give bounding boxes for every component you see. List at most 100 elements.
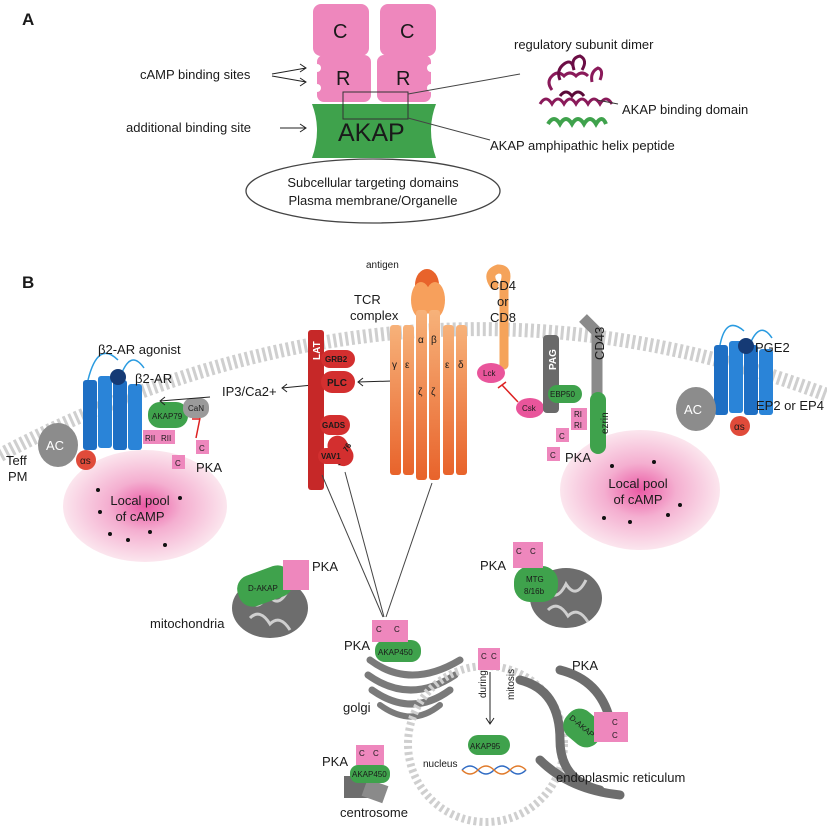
regulatory-subunit-right: R — [377, 55, 435, 102]
akap79-body — [148, 402, 188, 428]
pka-er — [594, 712, 628, 742]
or-label: or — [497, 294, 509, 309]
golgi-apparatus — [364, 656, 464, 720]
pge2-label: PGE2 — [755, 340, 790, 355]
mtg-label-2: 8/16b — [524, 587, 545, 596]
ac-left — [38, 423, 78, 467]
lat-bar — [308, 330, 324, 490]
pka-golgi-c1: C — [376, 625, 382, 634]
plc-label: PLC — [327, 378, 347, 389]
ebp50-label: EBP50 — [550, 390, 575, 399]
beta-label: β — [431, 335, 437, 346]
rii-pair-left — [143, 430, 175, 444]
additional-site-arrow — [280, 123, 307, 133]
akap450-centrosome-label: AKAP450 — [352, 770, 387, 779]
gads-label: GADS — [322, 421, 346, 430]
b2-ar-label: β2-AR — [135, 371, 172, 386]
centrosome-label: centrosome — [340, 805, 408, 820]
pka-mid-label: PKA — [565, 450, 591, 465]
antigen-label: antigen — [366, 260, 399, 271]
b2-agonist-label: β2-AR agonist — [98, 342, 181, 357]
d-akap-er — [563, 708, 603, 748]
reg-dimer-label: regulatory subunit dimer — [514, 37, 654, 52]
regulatory-subunit-left: R — [313, 55, 371, 102]
pka-golgi-label: PKA — [344, 638, 370, 653]
pka-nuclear — [478, 648, 500, 670]
pka-er-c1: C — [612, 718, 618, 727]
alpha-label: α — [418, 335, 424, 346]
tcr-label-1: TCR — [354, 292, 381, 307]
teff-label: Teff — [6, 453, 27, 468]
helix-peptide-label: AKAP amphipathic helix peptide — [490, 138, 675, 153]
camp-dots-right — [602, 460, 682, 524]
ri-label-2: RI — [574, 421, 582, 430]
epsilon-label-1: ε — [405, 360, 410, 371]
akap-scaffold: AKAP — [312, 104, 436, 158]
during-label: during — [478, 670, 489, 698]
csk-label: Csk — [522, 404, 537, 413]
ezrin-body — [590, 392, 606, 454]
er-label: endoplasmic reticulum — [556, 770, 685, 785]
reg-r-label-right: R — [396, 68, 410, 90]
alpha-s-left — [76, 450, 96, 470]
targeting-domain-ellipse — [245, 158, 501, 224]
pka-nuclear-c2: C — [491, 652, 497, 661]
c-left-2 — [172, 455, 185, 469]
pool-right-1: Local pool — [608, 476, 667, 491]
pka-er-c2: C — [612, 731, 618, 740]
pka-mito-right — [513, 542, 543, 568]
can-label: CaN — [188, 404, 204, 413]
can-inhibition — [192, 417, 201, 439]
ip3-arrow — [159, 396, 211, 406]
mitosis-label: mitosis — [506, 669, 517, 700]
pka-to-tcr-arrows — [321, 471, 433, 618]
csk-inhibits-lck — [497, 381, 519, 403]
c-mid-2-label: C — [550, 451, 556, 460]
alpha-s-right-label: αs — [734, 422, 745, 433]
akap450-golgi-label: AKAP450 — [378, 648, 413, 657]
pka-mito-right-c1: C — [516, 547, 522, 556]
cd43-label: CD43 — [592, 327, 607, 360]
delta-label: δ — [458, 360, 464, 371]
mtg-body — [514, 566, 558, 602]
lck-body — [477, 363, 505, 383]
mtg-label: MTG — [526, 575, 544, 584]
targeting-label-2: Plasma membrane/Organelle — [288, 193, 457, 208]
c-mid-1-label: C — [559, 432, 565, 441]
can-body — [183, 398, 209, 418]
ri-label-1: RI — [574, 410, 582, 419]
cat-c-label-right: C — [400, 21, 414, 43]
ac-right-label: AC — [684, 402, 702, 417]
pka-left-label: PKA — [196, 460, 222, 475]
cd4-cd8-coreceptor — [486, 264, 511, 370]
vav1-label: VAV1 — [321, 452, 341, 461]
pka-er-label: PKA — [572, 658, 598, 673]
pka-centrosome — [356, 745, 384, 765]
regulatory-dimer-structure — [538, 54, 619, 128]
lck-label: Lck — [483, 369, 496, 378]
alpha-s-left-label: αs — [80, 456, 91, 467]
ri-pair — [571, 408, 587, 430]
rii-left-label: RII — [145, 434, 155, 443]
csk-body — [516, 398, 544, 418]
leader-line-upper — [407, 73, 521, 95]
pka-mito-left-label: PKA — [312, 559, 338, 574]
pool-right-2: of cAMP — [613, 492, 662, 507]
tcr-to-plc-arrow — [357, 377, 393, 387]
epsilon-label-2: ε — [445, 360, 450, 371]
catalytic-subunit-right: C — [380, 4, 436, 56]
c-mid-2 — [547, 447, 560, 461]
ep-receptor — [714, 324, 773, 415]
ep-label: EP2 or EP4 — [756, 398, 824, 413]
lat-label: LAT — [312, 341, 323, 360]
c-mid-1 — [556, 428, 569, 442]
mitochondria-label: mitochondria — [150, 616, 225, 631]
teff-pm-label: PM — [8, 469, 28, 484]
dna-strand — [461, 765, 527, 775]
akap450-golgi — [375, 640, 421, 662]
panel-a-letter: A — [22, 10, 34, 29]
camp-dots-left — [96, 488, 182, 547]
panel-b-letter: B — [22, 273, 34, 292]
pka-mito-right-c2: C — [530, 547, 536, 556]
pka-mito-right-label: PKA — [480, 558, 506, 573]
